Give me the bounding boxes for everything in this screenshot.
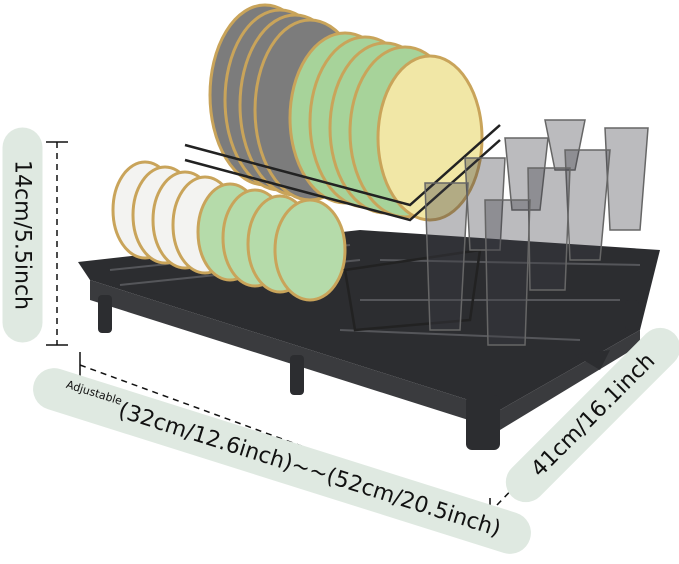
large-plates [208, 3, 484, 222]
cutlery-basket [343, 248, 482, 332]
height-dimension-label: 14cm/5.5inch [2, 127, 43, 343]
wine-glasses [424, 119, 649, 346]
height-text: 14cm/5.5inch [10, 159, 35, 310]
wire-plate-rack [184, 124, 501, 222]
bowls [111, 160, 347, 302]
